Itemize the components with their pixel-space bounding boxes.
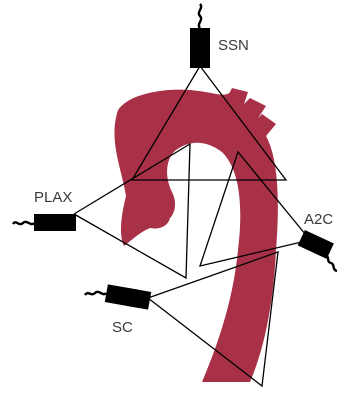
a2c-probe: [298, 230, 337, 271]
sc-label: SC: [112, 319, 133, 336]
aorta: [114, 88, 277, 382]
plax-label: PLAX: [34, 189, 72, 206]
plax-cable-icon: [13, 222, 34, 224]
a2c-cable-icon: [326, 255, 337, 271]
sc-cable-icon: [85, 292, 106, 295]
sc-probe: [85, 284, 151, 309]
plax-probe: [13, 214, 76, 231]
aorta-body: [114, 88, 277, 382]
a2c-label: A2C: [304, 211, 333, 228]
ssn-probe: [190, 4, 210, 68]
ssn-cable-icon: [199, 4, 201, 28]
ssn-label: SSN: [218, 37, 249, 54]
